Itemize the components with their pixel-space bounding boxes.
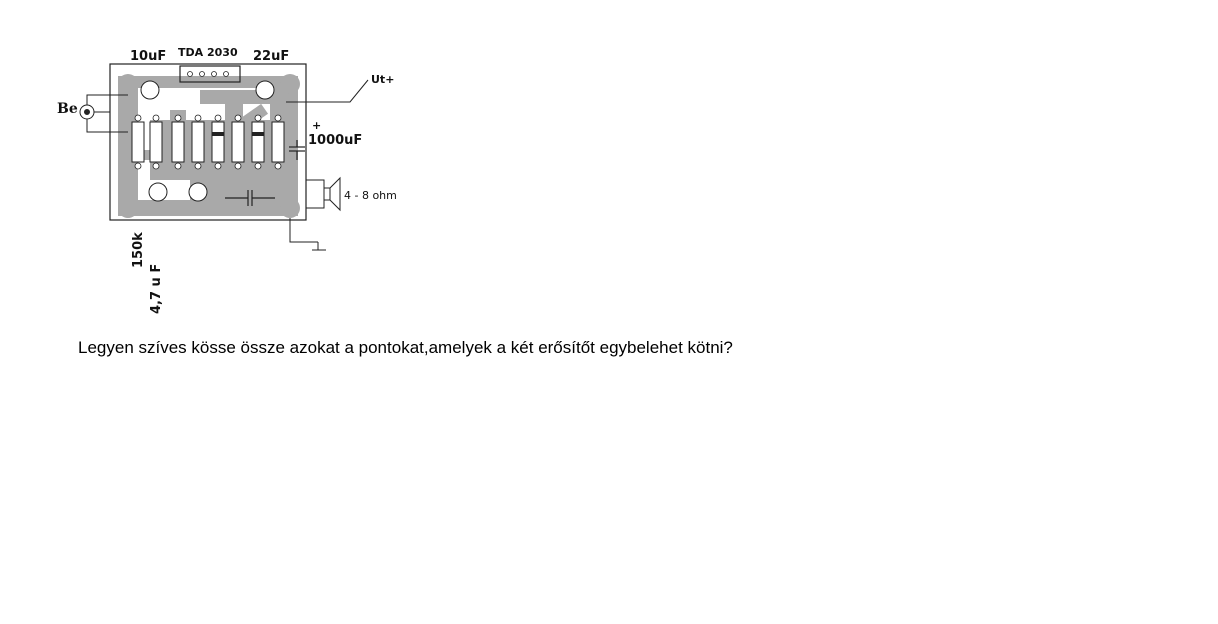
label-supply-plus: + xyxy=(312,119,322,132)
label-big-cap: 1000uF xyxy=(308,133,363,148)
label-speaker: 4 - 8 ohm xyxy=(344,189,397,202)
label-input: Be xyxy=(57,101,78,117)
pcb-board-left: 10uF TDA 2030 22uF Be Ut+ + 1000uF 4 - 8… xyxy=(50,40,397,340)
label-ic: TDA 2030 xyxy=(178,46,238,59)
label-supply: Ut+ xyxy=(371,73,395,86)
label-cap-out: 22uF xyxy=(253,49,290,64)
pcb-layout-left xyxy=(79,63,369,251)
label-cap-in: 10uF xyxy=(130,49,167,64)
bottom-label: 4,7 u F xyxy=(149,263,164,314)
bottom-label: 150k xyxy=(131,232,146,268)
question-text: Legyen szíves kösse össze azokat a ponto… xyxy=(78,338,733,357)
